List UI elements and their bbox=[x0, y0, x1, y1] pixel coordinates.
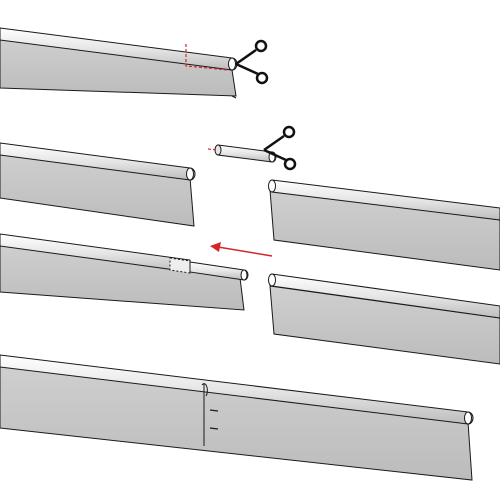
step2-right-panel bbox=[268, 179, 500, 271]
step3-left-panel bbox=[0, 233, 249, 311]
step1-cut-line bbox=[185, 44, 229, 71]
step2-left-panel bbox=[0, 142, 196, 227]
step2-tube-piece bbox=[207, 144, 277, 163]
step1-panel bbox=[0, 27, 238, 99]
step3-right-panel bbox=[268, 273, 500, 365]
scissors-icon bbox=[263, 125, 297, 171]
arrow-left-icon bbox=[210, 242, 273, 257]
step1-tube-end bbox=[228, 57, 236, 71]
step4-joined-panel bbox=[0, 354, 474, 481]
scissors-icon bbox=[235, 39, 269, 85]
